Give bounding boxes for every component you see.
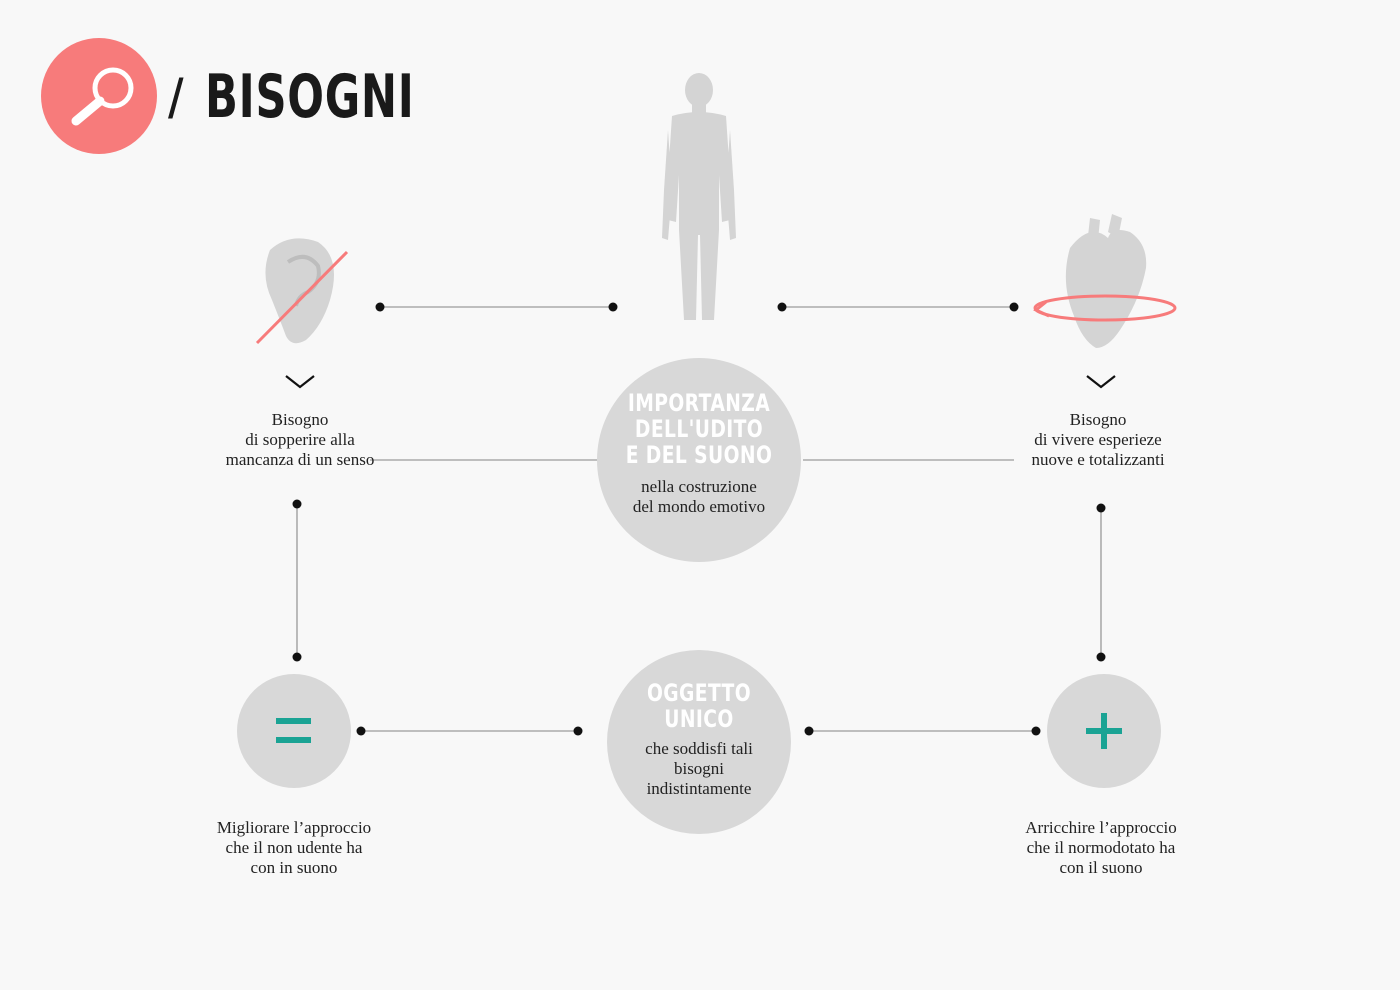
center-top-title-line: IMPORTANZA: [621, 390, 777, 416]
left-need-label: Bisogno di sopperire alla mancanza di un…: [190, 410, 410, 470]
left-result-line: che il non udente ha: [174, 838, 414, 858]
center-bottom-title-line: UNICO: [629, 706, 769, 732]
left-need-line: mancanza di un senso: [190, 450, 410, 470]
dot: [574, 727, 583, 736]
dot: [609, 303, 618, 312]
heart-rotate-icon: [1035, 214, 1175, 348]
dot: [805, 727, 814, 736]
left-result-line: Migliorare l’approccio: [174, 818, 414, 838]
center-bottom-text: OGGETTO UNICO che soddisfi tali bisogni …: [609, 680, 789, 799]
right-need-line: nuove e totalizzanti: [988, 450, 1208, 470]
dot: [1032, 727, 1041, 736]
center-top-title-line: DELL'UDITO: [621, 416, 777, 442]
center-top-title-line: E DEL SUONO: [621, 442, 777, 468]
dot: [376, 303, 385, 312]
right-result-line: Arricchire l’approccio: [981, 818, 1221, 838]
equal-circle: [237, 674, 351, 788]
dot: [1097, 653, 1106, 662]
chevron-down-icon: [286, 376, 314, 387]
right-need-line: Bisogno: [988, 410, 1208, 430]
right-need-label: Bisogno di vivere esperieze nuove e tota…: [988, 410, 1208, 470]
title-separator: /: [168, 66, 184, 132]
plus-circle: [1047, 674, 1161, 788]
left-result-line: con in suono: [174, 858, 414, 878]
magnifier-icon: [41, 38, 157, 154]
center-bottom-subtitle-line: indistintamente: [609, 779, 789, 799]
dot: [357, 727, 366, 736]
dot: [778, 303, 787, 312]
center-bottom-subtitle-line: che soddisfi tali: [609, 739, 789, 759]
person-icon: [662, 73, 736, 320]
dot: [293, 653, 302, 662]
equal-icon: [276, 718, 311, 724]
left-result-label: Migliorare l’approccio che il non udente…: [174, 818, 414, 878]
center-bottom-title-line: OGGETTO: [629, 680, 769, 706]
dot: [1097, 504, 1106, 513]
ear-crossed-icon: [257, 238, 347, 343]
right-result-line: con il suono: [981, 858, 1221, 878]
center-top-subtitle-line: nella costruzione: [599, 477, 799, 497]
center-top-subtitle-line: del mondo emotivo: [599, 497, 799, 517]
left-need-line: Bisogno: [190, 410, 410, 430]
left-need-line: di sopperire alla: [190, 430, 410, 450]
right-need-line: di vivere esperieze: [988, 430, 1208, 450]
chevron-down-icon: [1087, 376, 1115, 387]
right-result-line: che il normodotato ha: [981, 838, 1221, 858]
dot: [1010, 303, 1019, 312]
right-result-label: Arricchire l’approccio che il normodotat…: [981, 818, 1221, 878]
dot: [293, 500, 302, 509]
center-top-text: IMPORTANZA DELL'UDITO E DEL SUONO nella …: [599, 390, 799, 517]
center-bottom-subtitle-line: bisogni: [609, 759, 789, 779]
page-title: BISOGNI: [205, 62, 415, 132]
